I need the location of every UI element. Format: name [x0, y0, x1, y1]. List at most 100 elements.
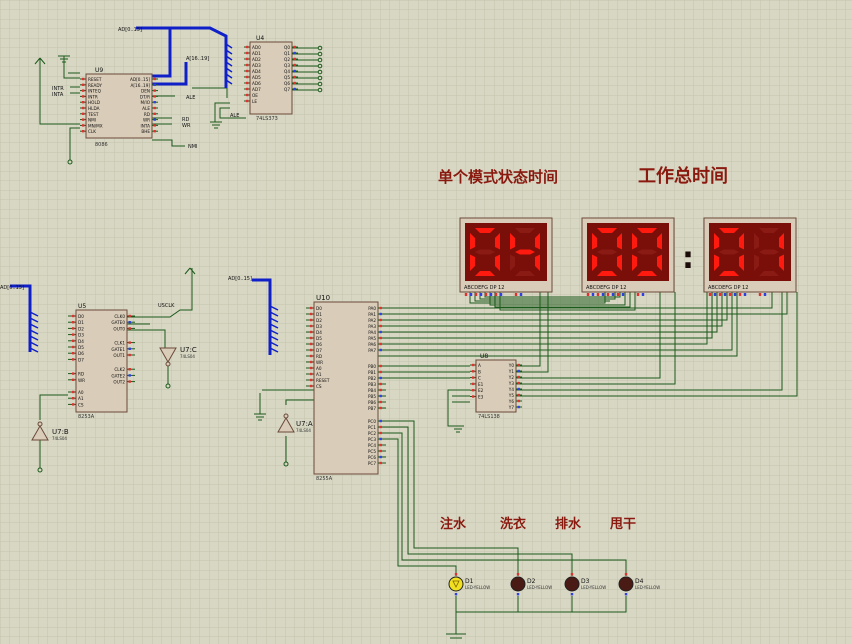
- chip-part: 8086: [95, 142, 108, 148]
- pin-label: READY: [88, 83, 102, 88]
- pin-state-marker: [82, 106, 85, 110]
- pin-state-marker: [310, 348, 313, 352]
- pin-label: D4: [78, 339, 84, 344]
- segment-e: [510, 254, 515, 271]
- display-pin-labels: ABCDEFG DP 12: [708, 285, 748, 291]
- gate-ref: U7:C: [180, 346, 197, 354]
- pin-state-marker: [379, 376, 382, 380]
- display-colon: :: [682, 241, 694, 276]
- net-label-inta: INTA: [52, 92, 64, 98]
- chip-u9-8086[interactable]: U9 8086 RESETREADYINTEQINTRHOLDHLDATESTN…: [80, 67, 158, 148]
- diode-arrow-icon: [452, 580, 460, 588]
- display-pin: [758, 293, 762, 296]
- pin-label: Y4: [508, 387, 515, 392]
- pin-state-marker: [517, 363, 520, 367]
- display-pin: [611, 293, 615, 296]
- display-pin: [763, 293, 767, 296]
- segment-b: [739, 233, 744, 250]
- pin-label: B: [478, 369, 481, 374]
- terminal-icon: [317, 87, 323, 93]
- pin-state-marker: [310, 360, 313, 364]
- pin-label: C: [478, 376, 481, 381]
- pin-label: A0: [78, 390, 84, 395]
- pin-label: Q0: [284, 45, 290, 50]
- segment-g: [475, 249, 495, 255]
- pin-label: WR: [316, 360, 323, 365]
- pin-state-marker: [153, 124, 156, 127]
- display-pin: [469, 293, 473, 296]
- pin-state-marker: [379, 419, 382, 423]
- seven-segment-digit: [714, 228, 744, 276]
- pin-state-marker: [128, 327, 131, 330]
- gate-u7b-inverter[interactable]: U7:B 74LS04: [31, 421, 69, 441]
- pin-label: GATE1: [111, 347, 125, 352]
- chip-u5-8253a[interactable]: U5 8253A D0D1D2D3D4D5D6D7RDWRA0A1CSCLK0G…: [68, 303, 135, 420]
- ground-icon: [452, 425, 464, 433]
- pin-state-marker: [517, 381, 520, 385]
- terminal-icon: [317, 81, 323, 87]
- pin-label: CLK1: [114, 341, 125, 346]
- terminal-icon: [317, 75, 323, 81]
- pin-label: DEN: [141, 89, 150, 94]
- pin-state-marker: [72, 314, 75, 318]
- pin-state-marker: [293, 51, 296, 55]
- display-pin-labels: ABCDEFG DP 12: [464, 285, 504, 291]
- pin-label: DT/R: [140, 94, 150, 99]
- pin-state-marker: [82, 89, 85, 92]
- inverter-triangle: [31, 424, 49, 441]
- pin-label: PC3: [368, 437, 376, 442]
- pin-state-marker: [153, 83, 156, 86]
- pin-state-marker: [72, 345, 75, 349]
- segment-g: [515, 249, 535, 255]
- pin-state-marker: [516, 573, 520, 576]
- pin-state-marker: [293, 81, 296, 85]
- segment-b: [617, 233, 622, 250]
- segment-d: [719, 271, 739, 276]
- segment-f: [754, 233, 759, 250]
- gate-u7c-inverter[interactable]: U7:C 74LS04: [159, 346, 197, 367]
- terminal-icon: [317, 57, 323, 63]
- pin-state-marker: [82, 124, 85, 127]
- segment-c: [535, 254, 540, 271]
- gate-u7a-inverter[interactable]: U7:A 74LS04: [277, 413, 313, 433]
- pin-label: AD2: [252, 57, 261, 62]
- display-pin: [464, 293, 468, 296]
- pin-state-marker: [570, 593, 574, 596]
- pin-state-marker: [379, 400, 382, 404]
- chip-u4-74ls373[interactable]: U4 74LS373 AD0AD1AD2AD3AD4AD5AD6AD7OELEQ…: [244, 35, 298, 122]
- segment-b: [495, 233, 500, 250]
- pin-label: D7: [316, 348, 322, 353]
- seven-segment-display-2: ABCDEFG DP 12: [581, 217, 675, 293]
- pin-state-marker: [82, 130, 85, 133]
- display-pin: [494, 293, 498, 296]
- pin-state-marker: [128, 368, 131, 371]
- pin-label: GATE0: [111, 320, 125, 325]
- pin-label: Q5: [284, 75, 290, 80]
- pin-state-marker: [72, 390, 75, 394]
- pin-state-marker: [310, 354, 313, 358]
- pin-label: INTEQ: [88, 89, 102, 94]
- led-part: LED-YELLOW: [635, 585, 660, 590]
- net-label-wr: WR: [182, 123, 191, 129]
- pin-label: PA1: [368, 312, 376, 317]
- chip-body: [249, 41, 293, 115]
- pin-state-marker: [472, 370, 475, 373]
- pin-state-marker: [379, 348, 382, 352]
- pin-label: M/IO: [140, 100, 150, 105]
- pin-state-marker: [379, 324, 382, 328]
- pin-state-marker: [517, 375, 520, 379]
- pin-label: D5: [78, 345, 84, 350]
- pin-state-marker: [379, 443, 382, 447]
- pin-state-marker: [246, 69, 249, 73]
- pin-label: PB2: [368, 376, 376, 381]
- pin-label: A: [478, 363, 481, 368]
- pin-state-marker: [379, 330, 382, 334]
- chip-u10-8255a[interactable]: U10 8255A D0D1D2D3D4D5D6D7RDWRA0A1RESETC…: [306, 294, 386, 482]
- pin-state-marker: [517, 393, 520, 397]
- pin-state-marker: [472, 382, 475, 386]
- display-pin: [621, 293, 625, 296]
- pin-label: PA6: [368, 342, 376, 347]
